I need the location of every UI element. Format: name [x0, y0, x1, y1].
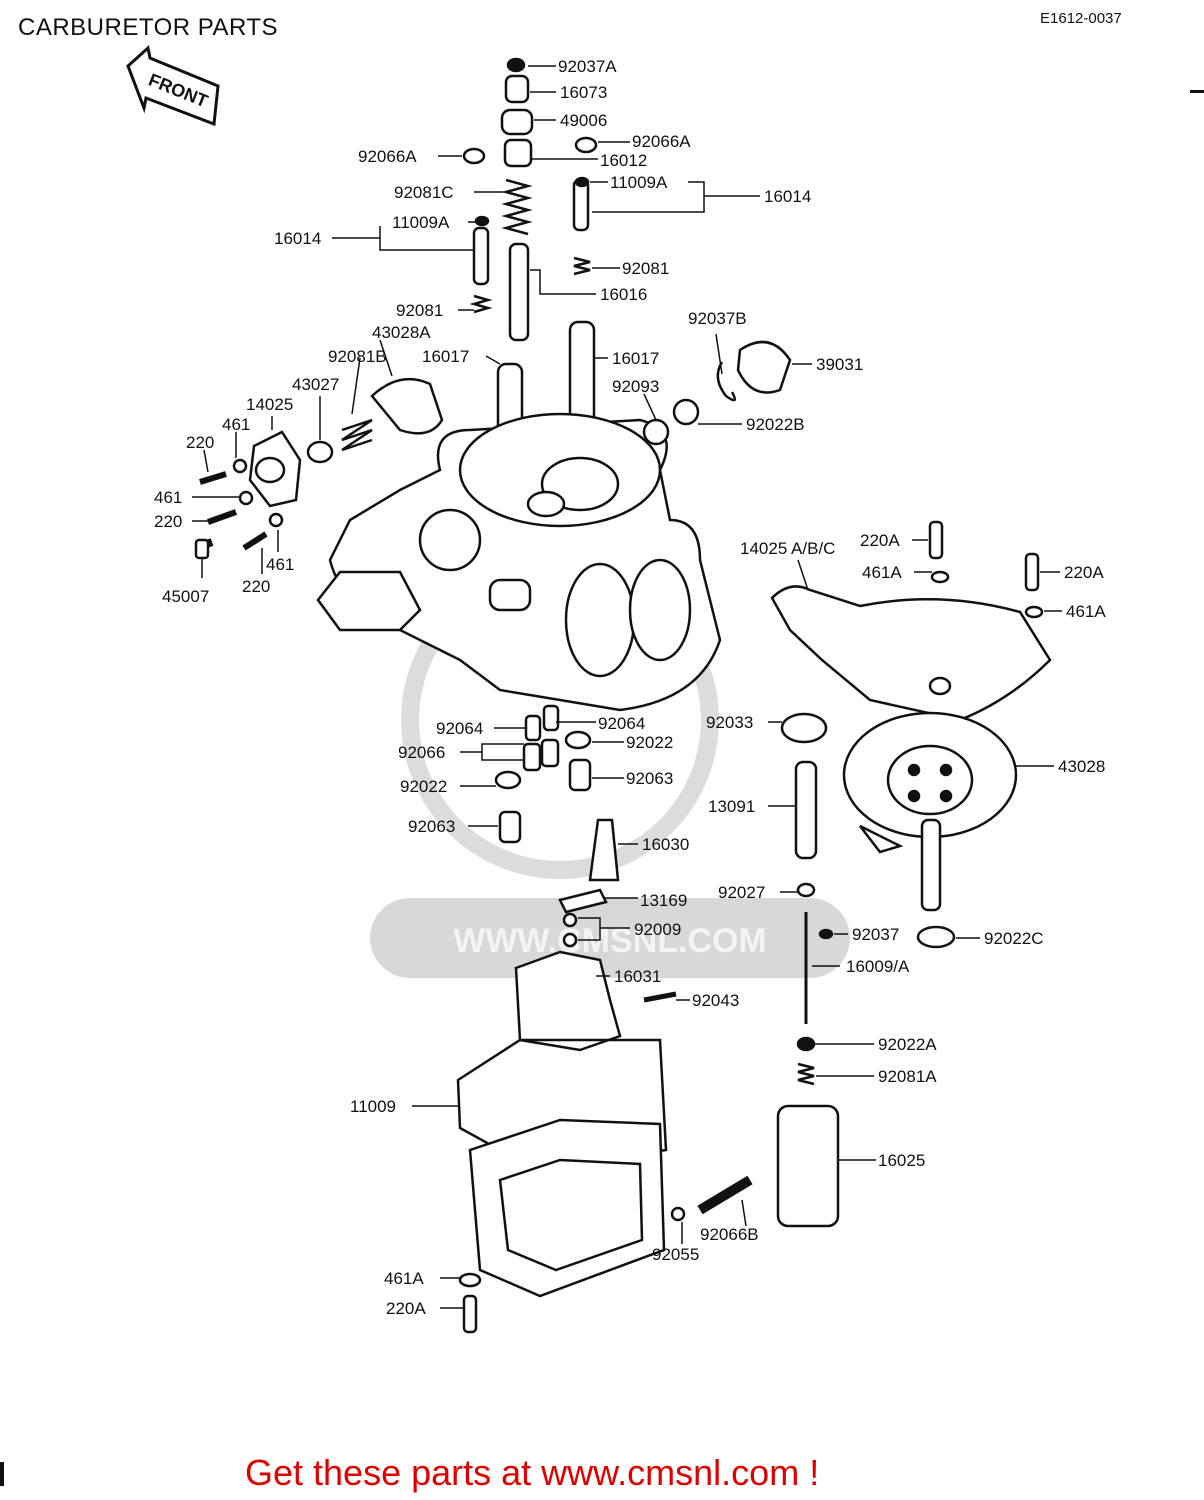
part-label-43028A: 43028A	[372, 323, 431, 342]
part-label-92066: 92066	[398, 743, 445, 762]
part-label-16025: 16025	[878, 1151, 925, 1170]
part-label-16009A: 16009/A	[846, 957, 910, 976]
part-label-92037A: 92037A	[558, 57, 617, 76]
part-label-461: 461	[266, 555, 294, 574]
part-label-461A: 461A	[1066, 602, 1106, 621]
part-label-92081B: 92081B	[328, 347, 387, 366]
part-label-92081A: 92081A	[878, 1067, 937, 1086]
part-label-92055: 92055	[652, 1245, 699, 1264]
part-label-16014: 16014	[274, 229, 321, 248]
part-label-220: 220	[154, 512, 182, 531]
part-label-43028: 43028	[1058, 757, 1105, 776]
part-label-16073: 16073	[560, 83, 607, 102]
part-label-49006: 49006	[560, 111, 607, 130]
part-label-461: 461	[222, 415, 250, 434]
part-label-13091: 13091	[708, 797, 755, 816]
footer-promo-link[interactable]: Get these parts at www.cmsnl.com !	[245, 1452, 820, 1493]
part-label-92066B: 92066B	[700, 1225, 759, 1244]
part-label-92081: 92081	[396, 301, 443, 320]
part-label-16017: 16017	[422, 347, 469, 366]
part-label-11009: 11009	[350, 1097, 396, 1116]
part-label-220A: 220A	[386, 1299, 426, 1318]
part-label-92066A: 92066A	[632, 132, 691, 151]
part-label-92064: 92064	[598, 714, 645, 733]
part-label-43027: 43027	[292, 375, 339, 394]
part-labels: 92037A 16073 49006 92066A 92066A 16012 9…	[154, 57, 1106, 1318]
part-label-13169: 13169	[640, 891, 687, 910]
part-label-92022: 92022	[400, 777, 447, 796]
part-label-92037B: 92037B	[688, 309, 747, 328]
part-label-92027: 92027	[718, 883, 765, 902]
part-label-92009: 92009	[634, 920, 681, 939]
part-label-45007: 45007	[162, 587, 209, 606]
page-title: CARBURETOR PARTS	[18, 14, 279, 41]
part-label-92022B: 92022B	[746, 415, 805, 434]
part-label-92063: 92063	[626, 769, 673, 788]
part-label-92033: 92033	[706, 713, 753, 732]
part-label-461A: 461A	[384, 1269, 424, 1288]
part-label-92043: 92043	[692, 991, 739, 1010]
part-label-39031: 39031	[816, 355, 863, 374]
part-label-16031: 16031	[614, 967, 661, 986]
part-drawings	[194, 57, 1052, 1334]
part-label-461A: 461A	[862, 563, 902, 582]
part-label-92081: 92081	[622, 259, 669, 278]
part-label-461: 461	[154, 488, 182, 507]
part-label-92022C: 92022C	[984, 929, 1044, 948]
part-label-92081C: 92081C	[394, 183, 454, 202]
leader-lines	[192, 65, 1062, 1309]
edge-mark	[1190, 90, 1204, 93]
part-label-16012: 16012	[600, 151, 647, 170]
part-label-92064: 92064	[436, 719, 483, 738]
part-label-220A: 220A	[1064, 563, 1104, 582]
part-label-92063: 92063	[408, 817, 455, 836]
part-label-16017: 16017	[612, 349, 659, 368]
part-label-14025-abc: 14025 A/B/C	[740, 539, 835, 558]
part-label-16016: 16016	[600, 285, 647, 304]
part-label-220A: 220A	[860, 531, 900, 550]
part-label-92022: 92022	[626, 733, 673, 752]
part-label-16014: 16014	[764, 187, 811, 206]
part-label-14025: 14025	[246, 395, 293, 414]
part-label-16030: 16030	[642, 835, 689, 854]
front-arrow-icon: FRONT	[126, 45, 220, 127]
part-label-11009A: 11009A	[392, 213, 450, 232]
part-label-92093: 92093	[612, 377, 659, 396]
part-label-220: 220	[186, 433, 214, 452]
part-label-92037: 92037	[852, 925, 899, 944]
diagram-code: E1612-0037	[1040, 10, 1122, 27]
part-label-220: 220	[242, 577, 270, 596]
part-label-92022A: 92022A	[878, 1035, 937, 1054]
part-label-11009A: 11009A	[610, 173, 668, 192]
edge-mark	[0, 1462, 4, 1486]
part-label-92066A: 92066A	[358, 147, 417, 166]
